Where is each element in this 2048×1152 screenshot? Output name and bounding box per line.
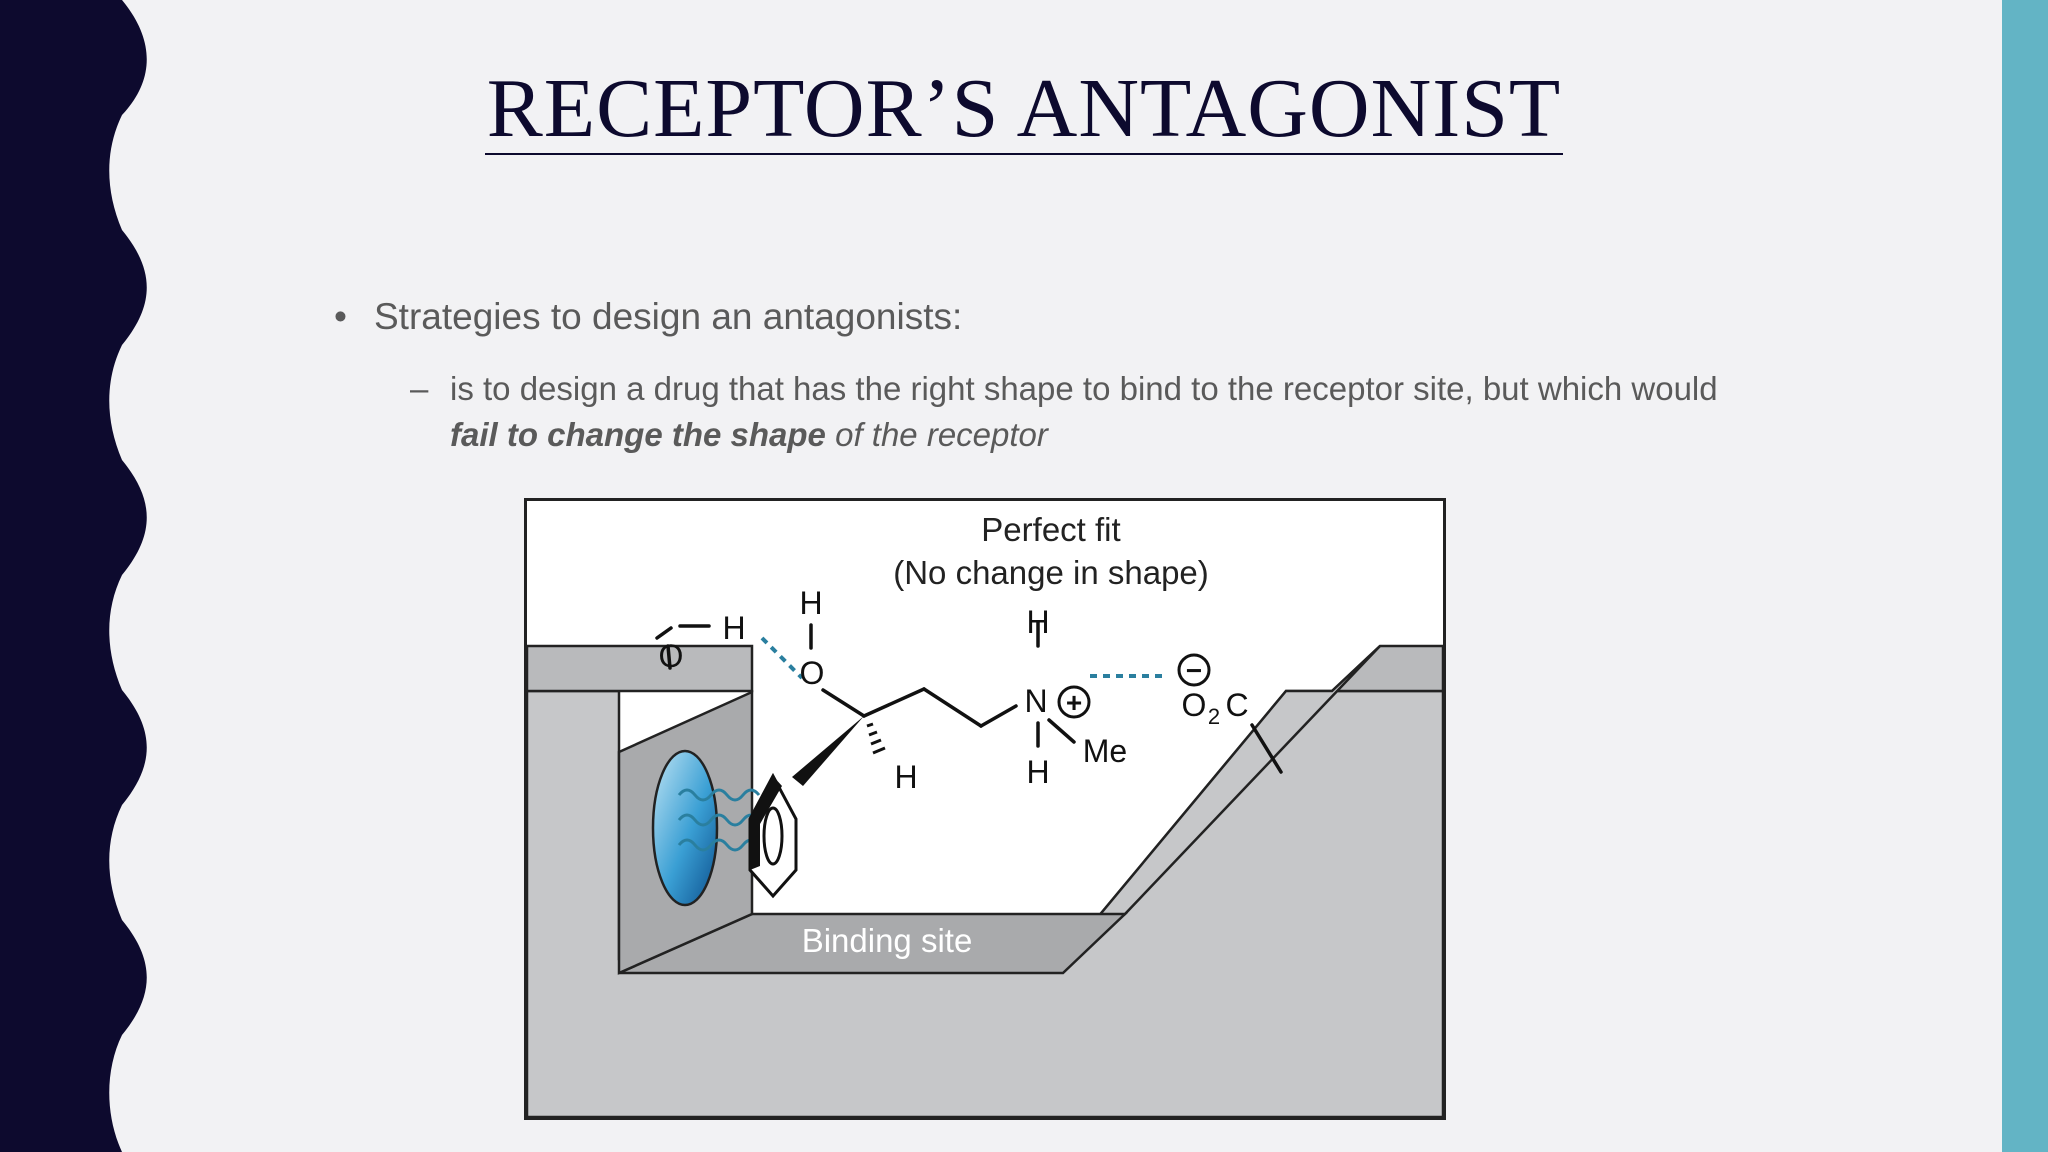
hydrogen-bond xyxy=(760,636,1164,680)
right-slope xyxy=(1062,645,1381,961)
svg-text:−: − xyxy=(1186,655,1202,686)
sub-bullet-text: is to design a drug that has the right s… xyxy=(450,370,1718,453)
binding-site-diagram: O H H O H H N H Me O 2 C + − Perfect fit… xyxy=(524,498,1446,1120)
caption-perfect-fit: Perfect fit xyxy=(981,511,1120,548)
sub-bullet-dash: – xyxy=(410,370,429,407)
atom-o2c-subscript: 2 xyxy=(1208,704,1220,729)
atom-me: Me xyxy=(1083,733,1127,769)
atom-o2c-c: C xyxy=(1225,687,1248,723)
atom-o-left: O xyxy=(659,638,684,674)
emphasis-text: fail to change the shape xyxy=(450,416,826,453)
hydrophobic-region-icon xyxy=(651,749,719,907)
caption-no-change: (No change in shape) xyxy=(893,554,1209,591)
wedge-bond xyxy=(792,716,864,786)
atom-o-center: O xyxy=(800,655,825,691)
bullet-strategies: • Strategies to design an antagonists: xyxy=(334,296,962,338)
atom-h-top-n: H xyxy=(1026,604,1049,640)
molecule-bonds xyxy=(655,620,1283,774)
right-accent-bar xyxy=(2002,0,2048,1152)
slide-title: RECEPTOR’S ANTAGONIST xyxy=(484,62,1564,156)
hashed-bond xyxy=(866,722,886,755)
atom-h-chiral: H xyxy=(894,759,917,795)
tail-text: of the receptor xyxy=(835,416,1048,453)
vdw-interaction-icon xyxy=(677,788,761,852)
atom-h-bottom-n: H xyxy=(1026,754,1049,790)
atom-n: N xyxy=(1024,683,1047,719)
sub-bullet-design: – is to design a drug that has the right… xyxy=(410,366,1850,458)
negative-charge-icon: − xyxy=(1177,653,1211,687)
atom-h-left: H xyxy=(722,610,745,646)
bullet-dot: • xyxy=(334,296,347,337)
benzene-ring-icon xyxy=(748,772,798,899)
positive-charge-icon: + xyxy=(1057,685,1091,719)
atom-h-top-oh: H xyxy=(799,585,822,621)
left-ledge xyxy=(525,644,754,693)
bullet-text: Strategies to design an antagonists: xyxy=(374,296,963,337)
atom-o2c-o: O xyxy=(1182,687,1207,723)
left-wave-decoration xyxy=(0,0,147,1152)
svg-text:+: + xyxy=(1066,687,1082,718)
binding-site-label: Binding site xyxy=(802,922,973,959)
